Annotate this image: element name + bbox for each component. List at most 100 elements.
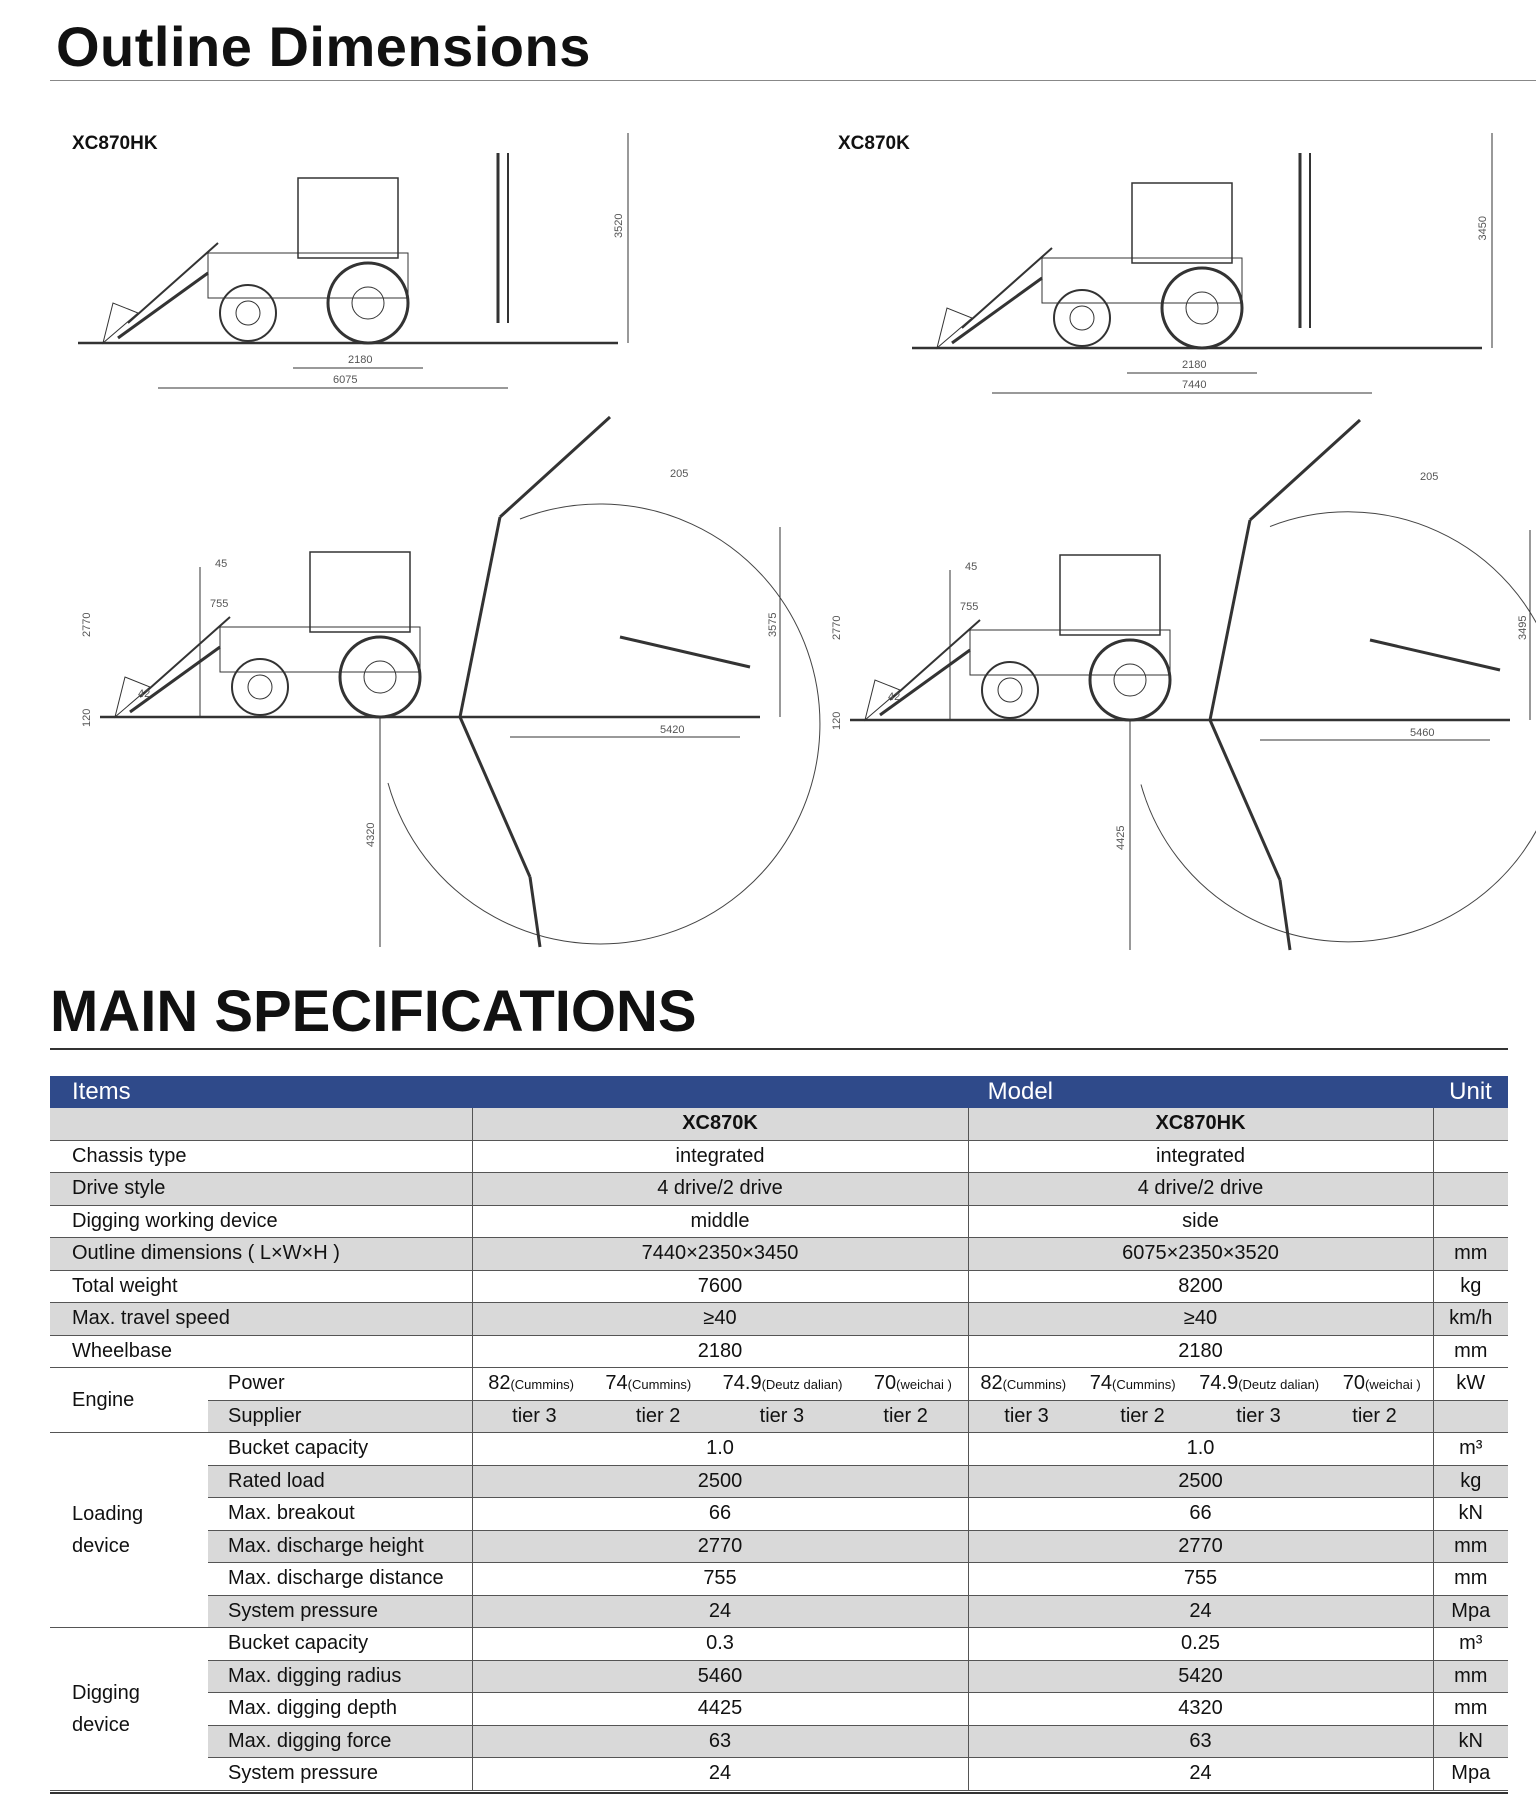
power-value: 74.9 [722,1372,762,1395]
value-xc870hk: 2180 [967,1335,1433,1368]
dimension-wheelbase: 2180 [348,354,372,366]
dimension-dig-height: 3575 [767,613,779,637]
row-label: Supplier [208,1400,472,1433]
value-xc870hk: 755 [967,1562,1433,1596]
value-xc870k: middle [471,1205,968,1238]
row-label: Max. digging radius [208,1660,472,1693]
row-label: Max. breakout [208,1497,472,1531]
power-value: 82 [980,1372,1003,1395]
unit [1432,1205,1508,1238]
value-xc870hk: 63 [967,1725,1433,1758]
angle-label: 42 [138,688,150,700]
model-name: XC870K [471,1108,968,1141]
dimension-reach: 755 [960,601,978,613]
row-label: Max. digging depth [208,1692,472,1726]
supplier-tier: tier 2 [1352,1404,1397,1427]
dimension-ground: 120 [81,709,93,727]
dimension-dump-height: 2770 [81,613,93,637]
value-xc870hk: 4 drive/2 drive [967,1172,1433,1206]
value-xc870k: 2770 [471,1530,968,1563]
specs-title: MAIN SPECIFICATIONS [50,979,697,1044]
value-xc870k: 7600 [471,1270,968,1303]
unit: kg [1432,1270,1508,1303]
value-xc870k: 2180 [471,1335,968,1368]
value-xc870k: 66 [471,1497,968,1531]
row-label: Max. discharge height [208,1530,472,1563]
power-value: 74 [1089,1372,1113,1395]
outline-drawings: 3520218060753450218074402770755454212054… [78,133,1536,951]
model-label-right: XC870K [838,133,910,154]
divider [50,1048,1508,1050]
value-xc870k: integrated [471,1140,968,1173]
value-xc870k: 24 [471,1757,968,1791]
supplier-tier: tier 3 [759,1404,805,1427]
group-engine: Engine [50,1367,208,1433]
dimension-height: 3520 [613,214,625,238]
header-unit: Unit [1433,1076,1508,1108]
value-xc870k: 5460 [471,1660,968,1693]
value-xc870k: 0.3 [471,1627,968,1661]
value-xc870hk: 24 [967,1595,1433,1628]
unit [1432,1172,1508,1206]
engine-brand: (Cummins) [627,1377,692,1393]
supplier-tier: tier 2 [1120,1404,1165,1427]
value-xc870hk: 2500 [967,1465,1433,1498]
engine-brand: (weichai ) [1365,1377,1421,1393]
engine-brand: (Deutz dalian) [1238,1377,1320,1393]
value-xc870k: ≥40 [471,1302,968,1336]
row-label: Max. digging force [208,1725,472,1758]
value-xc870hk: side [967,1205,1433,1238]
supplier-tier: tier 3 [1236,1404,1281,1427]
value-xc870k: 7440×2350×3450 [471,1237,968,1271]
row-label: Max. discharge distance [208,1562,472,1596]
unit: km/h [1432,1302,1508,1336]
dimension-dig-depth: 4425 [1115,826,1127,850]
unit: mm [1432,1692,1508,1726]
row-label: Outline dimensions ( L×W×H ) [50,1237,472,1271]
engine-brand: (Cummins) [510,1377,575,1393]
engine-brand: (Cummins) [1112,1377,1176,1393]
value-xc870hk: 2770 [967,1530,1433,1563]
angle-label: 42 [888,691,900,703]
row-label: System pressure [208,1595,472,1628]
row-label: Wheelbase [50,1335,472,1368]
unit: mm [1432,1237,1508,1271]
engine-brand: (Cummins) [1002,1377,1067,1393]
value-xc870hk: 0.25 [967,1627,1433,1661]
value-xc870k: 755 [471,1562,968,1596]
supplier-tier: tier 2 [635,1404,681,1427]
divider [50,1792,1508,1794]
power-value: 70 [1342,1372,1366,1395]
row-label: Rated load [208,1465,472,1498]
value-xc870k: 2500 [471,1465,968,1498]
value-xc870k: 4 drive/2 drive [471,1172,968,1206]
header-model: Model [472,1076,1433,1108]
value-xc870hk: ≥40 [967,1302,1433,1336]
dimension-length: 6075 [333,374,357,386]
unit: mm [1432,1660,1508,1693]
header-items: Items [50,1076,472,1108]
supplier-tier: tier 3 [512,1404,557,1427]
value-xc870hk: 4320 [967,1692,1433,1726]
outline-title: Outline Dimensions [56,15,591,78]
model-name: XC870HK [967,1108,1433,1141]
